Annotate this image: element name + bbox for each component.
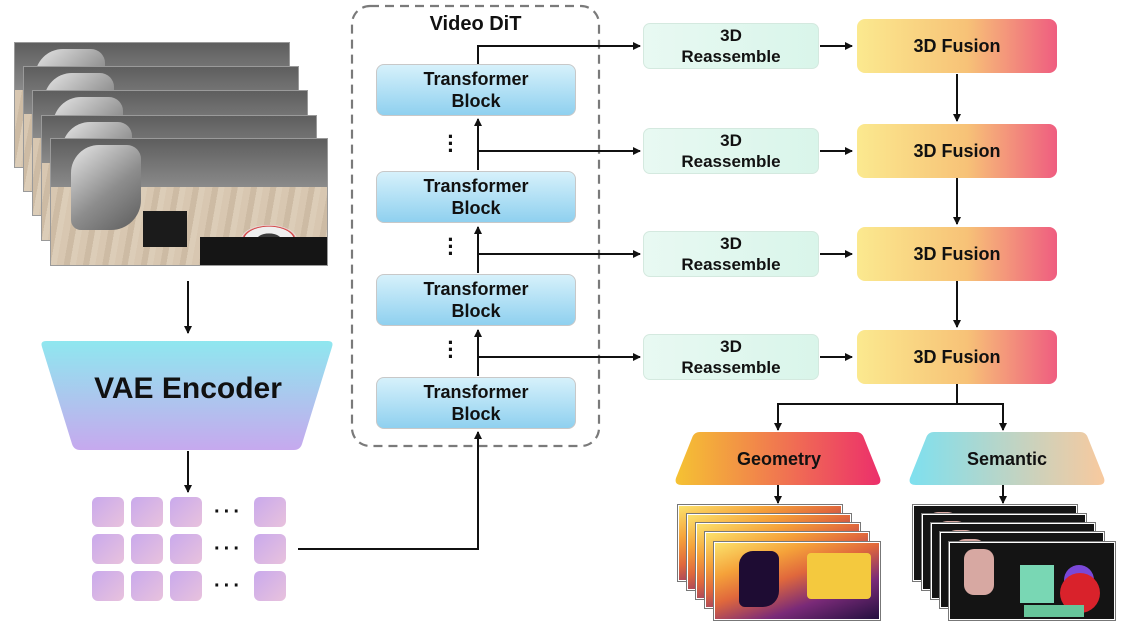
latent-token — [92, 571, 124, 601]
video-dit-container — [350, 4, 601, 448]
transformer-block-label: Transformer — [423, 279, 529, 299]
vertical-ellipsis-icon: ··· — [447, 330, 455, 369]
transformer-block-label: Block — [451, 404, 501, 424]
transformer-block-label: Block — [451, 301, 501, 321]
reassemble-block-label: Reassemble — [681, 47, 781, 66]
segmentation-map-frame — [948, 541, 1116, 621]
vertical-ellipsis-icon: ··· — [447, 227, 455, 266]
reassemble-block-label: Reassemble — [681, 255, 781, 274]
fusion-block-label: 3D Fusion — [913, 35, 1001, 56]
latent-token — [92, 497, 124, 527]
fusion-block: 3D Fusion — [857, 124, 1057, 178]
latent-token — [131, 534, 163, 564]
semantic-output-frames — [912, 504, 1117, 621]
input-video-frames — [14, 42, 330, 268]
fusion-block-label: 3D Fusion — [913, 140, 1001, 161]
token-ellipsis: ··· — [214, 575, 243, 597]
geometry-head-label: Geometry — [736, 449, 822, 469]
latent-token — [131, 571, 163, 601]
latent-token — [254, 571, 286, 601]
fusion-block-label: 3D Fusion — [913, 346, 1001, 367]
latent-token — [170, 571, 202, 601]
reassemble-block: 3D Reassemble — [643, 334, 819, 380]
latent-token — [254, 534, 286, 564]
reassemble-block-label: 3D — [720, 26, 742, 45]
video-frame — [50, 138, 328, 266]
latent-token — [170, 534, 202, 564]
reassemble-block-label: Reassemble — [681, 358, 781, 377]
reassemble-block-label: 3D — [720, 337, 742, 356]
transformer-block-label: Block — [451, 91, 501, 111]
reassemble-block-label: 3D — [720, 234, 742, 253]
reassemble-block: 3D Reassemble — [643, 231, 819, 277]
fusion-block: 3D Fusion — [857, 19, 1057, 73]
geometry-head-shape — [675, 432, 881, 485]
reassemble-block-label: Reassemble — [681, 152, 781, 171]
token-ellipsis: ··· — [214, 538, 243, 560]
vae-encoder-shape — [41, 341, 333, 450]
semantic-head-label: Semantic — [966, 449, 1048, 469]
latent-token — [131, 497, 163, 527]
latent-token-grid: ··· ··· ··· — [92, 497, 292, 601]
token-ellipsis: ··· — [214, 501, 243, 523]
reassemble-block: 3D Reassemble — [643, 128, 819, 174]
video-dit-title: Video DiT — [429, 13, 522, 35]
transformer-block-label: Transformer — [423, 382, 529, 402]
transformer-block-label: Transformer — [423, 176, 529, 196]
latent-token — [92, 534, 124, 564]
reassemble-block: 3D Reassemble — [643, 23, 819, 69]
vae-encoder-label: VAE Encoder — [94, 372, 282, 405]
reassemble-block-label: 3D — [720, 131, 742, 150]
fusion-block: 3D Fusion — [857, 227, 1057, 281]
transformer-block-label: Block — [451, 198, 501, 218]
geometry-output-frames — [677, 504, 882, 621]
transformer-block-label: Transformer — [423, 69, 529, 89]
latent-token — [254, 497, 286, 527]
fusion-block: 3D Fusion — [857, 330, 1057, 384]
fusion-block-label: 3D Fusion — [913, 243, 1001, 264]
vertical-ellipsis-icon: ··· — [447, 124, 455, 163]
semantic-head-shape — [909, 432, 1105, 485]
latent-token — [170, 497, 202, 527]
depth-map-frame — [713, 541, 881, 621]
